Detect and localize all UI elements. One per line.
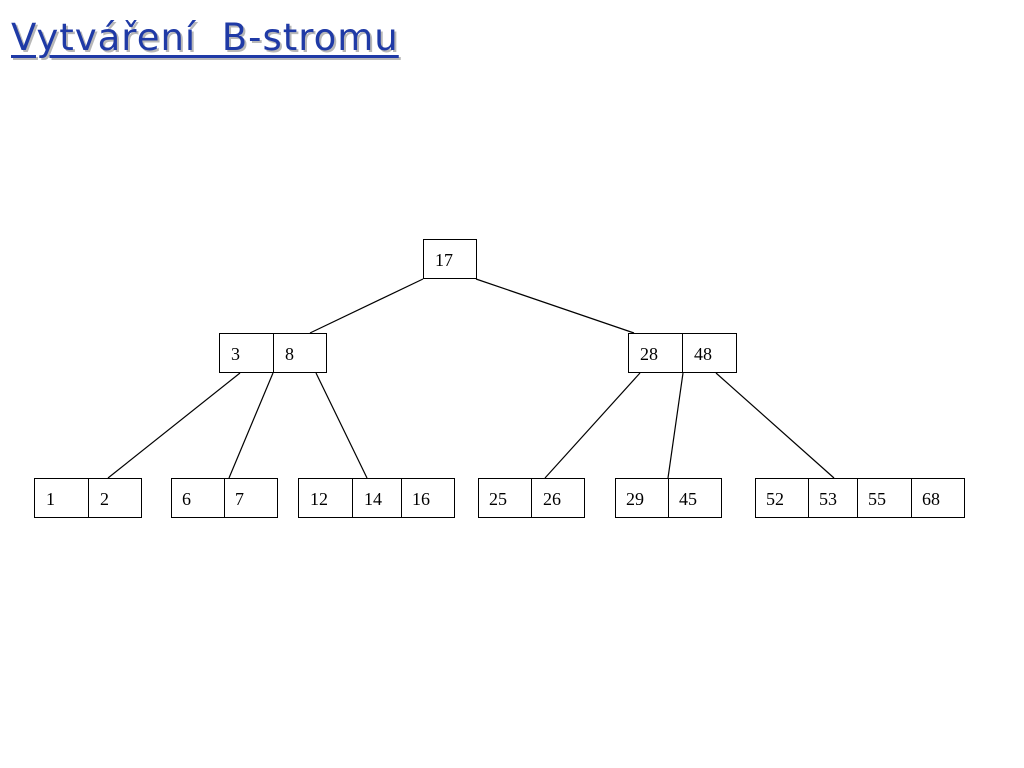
key-cell [423,239,477,279]
key-cell [682,333,737,373]
key-label: 17 [435,250,453,270]
tree-leaf-1: 1 2 [34,478,142,518]
key-label: 7 [235,489,244,509]
key-label: 6 [182,489,191,509]
key-label: 8 [285,344,294,364]
key-label: 52 [766,489,784,509]
tree-leaf-6: 52 53 55 68 [755,478,965,518]
edge-root-to-left-child [309,278,424,334]
key-cell [401,478,455,518]
tree-node-root: 17 [423,239,477,279]
key-cell [34,478,89,518]
tree-node-level1-right: 28 48 [628,333,737,373]
key-cell [531,478,585,518]
edge-left-child-to-leaf-2 [228,372,274,479]
key-label: 53 [819,489,837,509]
tree-leaf-5: 29 45 [615,478,722,518]
key-cell [857,478,912,518]
key-cell [668,478,722,518]
edge-right-child-to-leaf-5 [667,372,684,479]
key-label: 68 [922,489,940,509]
edge-right-child-to-leaf-6 [715,372,835,479]
edge-root-to-right-child [475,278,635,334]
tree-leaf-3: 12 14 16 [298,478,455,518]
tree-leaf-4: 25 26 [478,478,585,518]
key-cell [755,478,809,518]
key-cell [224,478,278,518]
key-label: 12 [310,489,328,509]
key-cell [911,478,965,518]
key-label: 1 [46,489,55,509]
key-label: 45 [679,489,697,509]
edge-left-child-to-leaf-3 [315,372,368,479]
key-cell [808,478,858,518]
key-label: 48 [694,344,712,364]
key-label: 2 [100,489,109,509]
key-cell [88,478,142,518]
key-cell [298,478,353,518]
key-label: 55 [868,489,886,509]
key-label: 25 [489,489,507,509]
key-cell [352,478,402,518]
tree-leaf-2: 6 7 [171,478,278,518]
edge-right-child-to-leaf-4 [544,372,641,479]
tree-node-level1-left: 3 8 [219,333,327,373]
key-label: 26 [543,489,561,509]
key-label: 3 [231,344,240,364]
key-label: 28 [640,344,658,364]
slide-title: Vytváření B-stromu [11,16,399,59]
key-cell [273,333,327,373]
key-label: 14 [364,489,382,509]
key-cell [171,478,225,518]
key-cell [615,478,669,518]
key-label: 29 [626,489,644,509]
key-cell [478,478,532,518]
key-cell [219,333,274,373]
key-label: 16 [412,489,430,509]
edge-left-child-to-leaf-1 [107,372,241,479]
